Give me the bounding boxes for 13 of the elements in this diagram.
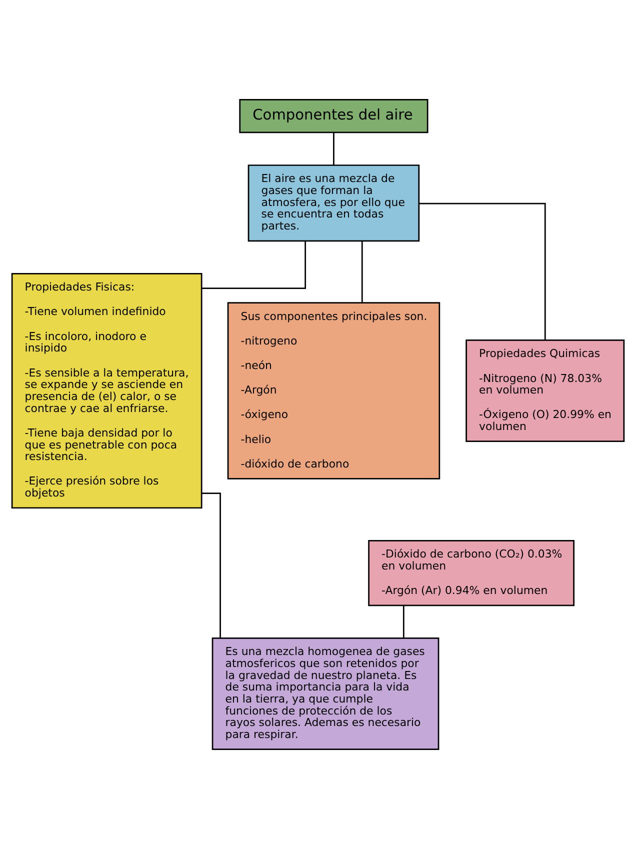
node-box: El aire es una mezcla de gases que forman la atmosfera, es por ello que se encuentra en todas partes. (248, 164, 420, 242)
connector (419, 202, 546, 340)
node-box: Sus componentes principales son. -nitrogeno -neón -Argón -óxigeno -helio -dióxido de carbono (227, 302, 440, 479)
connector (402, 604, 404, 638)
connector (333, 132, 334, 165)
connector (202, 492, 221, 638)
node-box: Propiedades Quimicas -Nitrogeno (N) 78.03% en volumen -Óxigeno (O) 20.99% en volumen (466, 339, 625, 442)
node-box: Componentes del aire (239, 98, 428, 133)
connector (361, 240, 363, 302)
node-box: Es una mezcla homogenea de gases atmosfericos que son retenidos por la gravedad de nuestro planeta. Es de suma importancia para la vida en la tierra, ya que cumple funciones de protección de los rayos solares. Ademas es necesario para respirar. (212, 637, 440, 750)
node-box: Propiedades Fisicas: -Tiene volumen indefinido -Es incoloro, inodoro e insipido -Es sensible a la temperatura, se expande y se asciende en presencia de (el) calor, o se contrae y cae al enfriarse. -Tiene baja densidad por lo que es penetrable con poca resistencia. -Ejerce presión sobre los objetos (11, 272, 202, 508)
node-box: -Dióxido de carbono (CO₂) 0.03% en volumen -Argón (Ar) 0.94% en volumen (368, 540, 575, 606)
connector (202, 240, 306, 288)
